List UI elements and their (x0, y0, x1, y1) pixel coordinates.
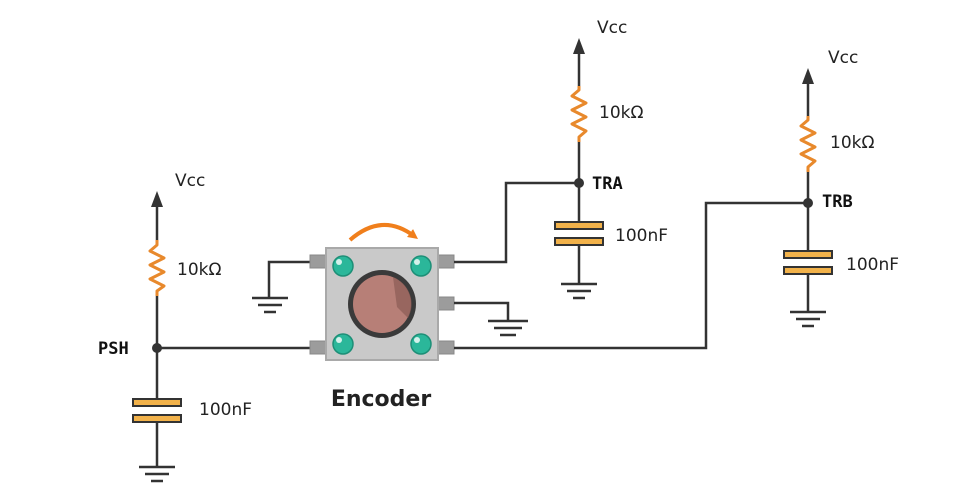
capacitor-psh (132, 398, 182, 423)
resistor-value: 10kΩ (599, 103, 643, 123)
vcc-label: Vcc (175, 171, 205, 191)
encoder: Encoder (252, 222, 528, 412)
trb-branch: Vcc 10kΩ TRB 100nF (454, 48, 899, 350)
rotation-arrow-icon (348, 222, 419, 242)
tra-node (574, 178, 584, 188)
encoder-pad (332, 333, 354, 355)
vcc-arrow-icon (802, 68, 814, 120)
net-label-trb: TRB (822, 192, 853, 212)
resistor-value: 10kΩ (177, 260, 221, 280)
vcc-label: Vcc (828, 48, 858, 68)
vcc-arrow-icon (151, 191, 163, 245)
resistor-value: 10kΩ (830, 133, 874, 153)
encoder-pad (410, 255, 432, 277)
capacitor-trb (783, 250, 833, 275)
net-label-psh: PSH (98, 339, 129, 359)
encoder-pad (332, 255, 354, 277)
psh-branch: Vcc 10kΩ PSH 100nF (98, 171, 313, 483)
capacitor-value: 100nF (615, 226, 668, 246)
encoder-pad (410, 333, 432, 355)
resistor-psh (148, 240, 166, 296)
ground-icon (790, 310, 826, 328)
net-label-tra: TRA (592, 174, 623, 194)
vcc-arrow-icon (573, 38, 585, 90)
vcc-label: Vcc (597, 18, 627, 38)
ground-icon (561, 282, 597, 300)
capacitor-value: 100nF (199, 400, 252, 420)
ground-icon (139, 465, 175, 483)
ground-icon (488, 319, 528, 337)
trb-node (803, 198, 813, 208)
ground-icon (252, 296, 288, 314)
encoder-label: Encoder (331, 387, 432, 412)
capacitor-value: 100nF (846, 255, 899, 275)
tra-branch: Vcc 10kΩ TRA 100nF (454, 18, 668, 300)
resistor-trb (799, 116, 817, 172)
capacitor-tra (554, 221, 604, 246)
resistor-tra (570, 86, 588, 142)
